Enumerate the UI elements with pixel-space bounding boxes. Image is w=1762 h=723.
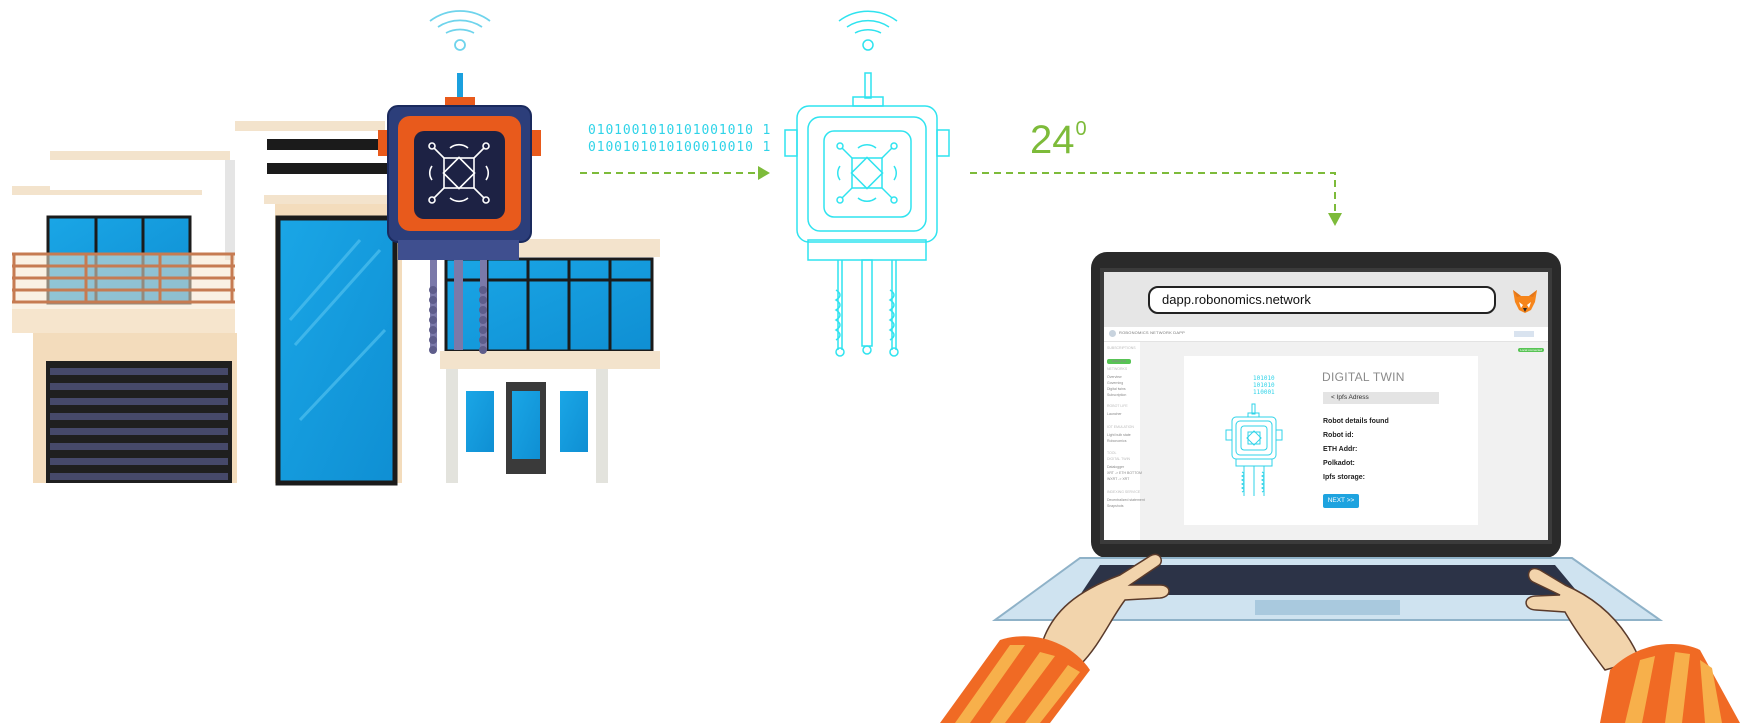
sidebar-section: ROBOT LIFE xyxy=(1107,404,1128,408)
left-hand xyxy=(1039,553,1170,666)
binary-line: 110001 xyxy=(1253,389,1275,396)
data-arrow-to-laptop xyxy=(970,172,1342,226)
sidebar: SUBSCRIPTIONS status ok NETWORKS Overvie… xyxy=(1104,342,1145,540)
sidebar-item[interactable]: XRT -> ETH BOTTOM xyxy=(1107,471,1142,475)
sidebar-section: DIGITAL TWIN xyxy=(1107,457,1131,461)
small-window xyxy=(560,391,588,452)
sidebar-item[interactable]: Subscription xyxy=(1107,393,1127,397)
sidebar-section: INDEXING SERVICE xyxy=(1107,490,1141,494)
wifi-signal-icon xyxy=(838,10,898,51)
wide-window xyxy=(444,257,654,353)
sidebar-item[interactable]: Robonomics xyxy=(1107,439,1127,443)
ground-floor-wall xyxy=(12,309,235,333)
laptop-keyboard xyxy=(1080,565,1580,595)
binary-line: 0101001010101001010 1 xyxy=(588,123,772,138)
brand-badge-icon xyxy=(1514,331,1534,337)
facade-stripe xyxy=(267,163,387,174)
ipfs-storage-label: Ipfs storage: xyxy=(1323,474,1366,481)
sidebar-item[interactable]: Snapshots xyxy=(1107,504,1124,508)
status-pill: status ok xyxy=(1107,359,1131,364)
temperature-reading: 240 xyxy=(1030,118,1087,163)
sidebar-section: SUBSCRIPTIONS xyxy=(1107,346,1136,350)
robot-id-label: Robot id: xyxy=(1323,432,1354,439)
facade-stripe xyxy=(267,139,387,150)
ipfs-address-input[interactable]: < Ipfs Adress xyxy=(1323,392,1439,404)
next-button[interactable]: NEXT >> xyxy=(1323,494,1359,508)
right-sleeve xyxy=(1600,644,1740,723)
house-wall xyxy=(50,160,230,190)
robot-device xyxy=(378,10,541,354)
roof-slab xyxy=(264,195,388,204)
balcony-railing xyxy=(12,252,235,304)
temperature-unit: 0 xyxy=(1075,118,1087,140)
pillar xyxy=(596,369,608,483)
left-sleeve xyxy=(940,636,1090,723)
sidebar-item[interactable]: Digital twins xyxy=(1107,387,1126,391)
sidebar-item[interactable]: Overview xyxy=(1107,375,1122,379)
sidebar-section: TOOL xyxy=(1107,451,1117,455)
small-window xyxy=(466,391,494,452)
sidebar-item[interactable]: Launcher xyxy=(1107,412,1122,416)
antenna xyxy=(457,73,463,98)
door-glass xyxy=(512,391,540,459)
status-text: status ok xyxy=(1111,359,1126,363)
glass-reflection xyxy=(288,239,387,422)
chip-icon xyxy=(428,142,490,204)
laptop-screen: dapp.robonomics.network ROBONOMICS NETWO… xyxy=(1104,272,1548,540)
tall-window xyxy=(275,215,398,486)
metamask-fox-icon[interactable] xyxy=(1511,288,1539,314)
digital-twin-title: DIGITAL TWIN xyxy=(1322,370,1405,384)
sidebar-section: NETWORKS xyxy=(1107,367,1128,371)
sidebar-section: IOT EMULATION xyxy=(1107,425,1134,429)
house-wall xyxy=(225,160,235,260)
robot-details-status: Robot details found xyxy=(1323,418,1389,425)
sidebar-item[interactable]: Datalogger xyxy=(1107,465,1125,469)
sidebar-item[interactable]: Governing xyxy=(1107,381,1124,385)
house-illustration xyxy=(12,121,660,486)
binary-line: 0100101010100010010 1 xyxy=(588,140,772,155)
antenna-base xyxy=(445,97,475,106)
data-arrow xyxy=(580,166,770,180)
sidebar-item[interactable]: WXRT -> XRT xyxy=(1107,477,1130,481)
connection-status-pill: Local connected xyxy=(1518,348,1544,352)
roof-slab xyxy=(440,351,660,369)
browser-bar: dapp.robonomics.network xyxy=(1104,272,1548,327)
sidebar-item[interactable]: Light bulb state xyxy=(1107,433,1131,437)
binary-data-stream: 0101001010101001010 1 010010101010001001… xyxy=(588,122,771,156)
digital-twin-card: 101010 101010 110001 DIGITAL TWIN < Ipfs… xyxy=(1184,356,1478,525)
url-bar[interactable]: dapp.robonomics.network xyxy=(1148,286,1496,314)
roof-slab xyxy=(12,186,202,195)
digital-twin-robot xyxy=(784,10,950,357)
robot-legs xyxy=(429,260,487,354)
app-header: ROBONOMICS NETWORK DAPP xyxy=(1104,327,1548,342)
garage-slats xyxy=(50,368,228,480)
roof-slab xyxy=(50,151,230,160)
polkadot-label: Polkadot: xyxy=(1323,460,1355,467)
laptop-trackpad xyxy=(1255,600,1400,615)
binary-line: 101010 xyxy=(1253,382,1275,389)
app-logo-icon xyxy=(1109,330,1116,337)
eth-address-label: ETH Addr: xyxy=(1323,446,1358,453)
pillar xyxy=(446,369,458,483)
robot-base xyxy=(398,240,519,260)
robot-outline-icon xyxy=(1225,403,1283,496)
binary-line: 101010 xyxy=(1253,375,1275,382)
right-hand xyxy=(1525,567,1642,671)
roof-slab xyxy=(235,121,385,131)
balcony xyxy=(12,253,235,309)
wifi-signal-icon xyxy=(429,10,491,51)
card-binary-data: 101010 101010 110001 xyxy=(1253,375,1275,396)
sidebar-item[interactable]: Decentralized statement xyxy=(1107,498,1145,502)
temperature-value: 24 xyxy=(1030,118,1075,162)
app-title: ROBONOMICS NETWORK DAPP xyxy=(1119,330,1185,335)
